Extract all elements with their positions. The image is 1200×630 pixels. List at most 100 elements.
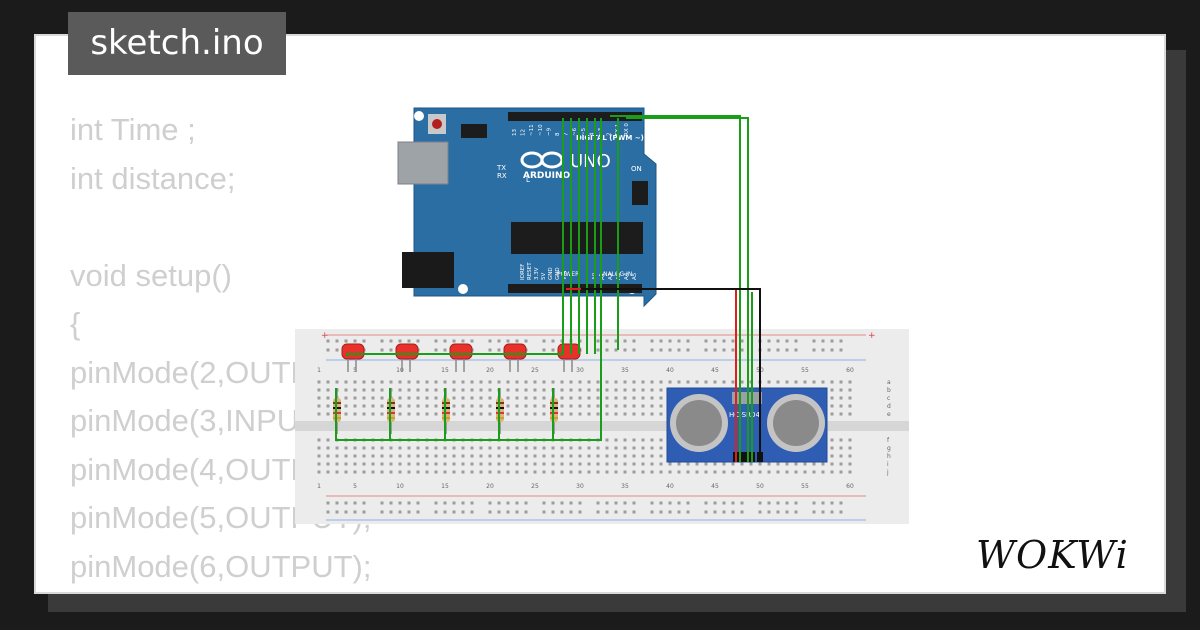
breadboard-hole (713, 380, 717, 384)
breadboard-hole (839, 462, 843, 466)
rail-hole (785, 501, 789, 505)
code-line: pinMode(6,OUTPUT); (70, 548, 372, 584)
code-line: { (70, 306, 81, 341)
rail-hole (542, 339, 546, 343)
breadboard-hole (596, 388, 600, 392)
breadboard-hole (830, 396, 834, 400)
rail-hole (470, 510, 474, 514)
breadboard-hole (470, 388, 474, 392)
breadboard-hole (596, 446, 600, 450)
breadboard-hole (524, 380, 528, 384)
breadboard-hole (650, 396, 654, 400)
breadboard-hole (848, 396, 852, 400)
rail-hole (605, 339, 609, 343)
rail-hole (470, 501, 474, 505)
breadboard-hole (407, 396, 411, 400)
rail-hole (731, 510, 735, 514)
breadboard-hole (524, 462, 528, 466)
breadboard-hole (722, 462, 726, 466)
analog-pin-label: A2 (608, 273, 614, 280)
breadboard-hole (704, 380, 708, 384)
breadboard-hole (470, 404, 474, 408)
rail-hole (434, 510, 438, 514)
column-number: 55 (801, 367, 809, 374)
breadboard-hole (362, 412, 366, 416)
rail-hole (821, 501, 825, 505)
arduino-model-text: UNO (570, 151, 611, 172)
power-pin-label: IOREF (520, 264, 526, 280)
column-number: 5 (353, 483, 357, 490)
breadboard-hole (479, 462, 483, 466)
breadboard-hole (344, 380, 348, 384)
breadboard-hole (632, 380, 636, 384)
led-body (395, 343, 419, 360)
rail-hole (614, 510, 618, 514)
breadboard-hole (317, 446, 321, 450)
rail-hole (623, 510, 627, 514)
rail-hole (713, 339, 717, 343)
breadboard-hole (398, 454, 402, 458)
rail-hole (353, 510, 357, 514)
rail-hole (569, 510, 573, 514)
breadboard-hole (749, 462, 753, 466)
breadboard-hole (848, 470, 852, 474)
wire (335, 118, 602, 441)
breadboard-hole (614, 388, 618, 392)
rail-hole (668, 501, 672, 505)
rail-hole (506, 501, 510, 505)
breadboard-hole (326, 470, 330, 474)
breadboard-hole (839, 438, 843, 442)
breadboard-hole (830, 404, 834, 408)
breadboard-hole (416, 462, 420, 466)
rail-hole (551, 501, 555, 505)
rail-hole (434, 501, 438, 505)
breadboard-hole (830, 454, 834, 458)
breadboard-hole (326, 454, 330, 458)
breadboard-hole (542, 470, 546, 474)
breadboard-hole (326, 412, 330, 416)
breadboard-hole (371, 380, 375, 384)
breadboard-hole (839, 396, 843, 400)
rail-hole (686, 339, 690, 343)
breadboard-hole (407, 446, 411, 450)
rail-hole (614, 339, 618, 343)
breadboard-hole (596, 380, 600, 384)
breadboard-hole (380, 412, 384, 416)
sensor-transducer-left (676, 400, 722, 446)
breadboard-hole (569, 388, 573, 392)
sensor-label: HC-SR04 (729, 411, 760, 419)
rail-hole (380, 510, 384, 514)
rail-plus-label-tr: + (868, 331, 876, 341)
rail-hole (578, 510, 582, 514)
row-letter: h (887, 453, 891, 460)
breadboard-hole (524, 446, 528, 450)
breadboard-hole (416, 380, 420, 384)
rail-hole (389, 510, 393, 514)
rail-hole (443, 348, 447, 352)
reset-button[interactable] (432, 119, 442, 129)
breadboard-hole (758, 462, 762, 466)
breadboard-hole (425, 462, 429, 466)
breadboard-hole (488, 470, 492, 474)
rail-hole (776, 348, 780, 352)
breadboard-hole (434, 446, 438, 450)
breadboard-hole (623, 470, 627, 474)
row-letter: b (887, 387, 891, 394)
power-pin-label: GND (555, 267, 561, 280)
breadboard-hole (506, 446, 510, 450)
breadboard-hole (695, 470, 699, 474)
breadboard-hole (587, 412, 591, 416)
breadboard-hole (569, 380, 573, 384)
rail-hole (614, 348, 618, 352)
breadboard-hole (452, 412, 456, 416)
rail-hole (344, 501, 348, 505)
breadboard-hole (416, 396, 420, 400)
breadboard-hole (839, 470, 843, 474)
breadboard-hole (461, 380, 465, 384)
breadboard-hole (434, 462, 438, 466)
sketch-filename-tab[interactable]: sketch.ino (68, 12, 286, 75)
breadboard-hole (497, 454, 501, 458)
rail-hole (794, 339, 798, 343)
breadboard-hole (659, 446, 663, 450)
